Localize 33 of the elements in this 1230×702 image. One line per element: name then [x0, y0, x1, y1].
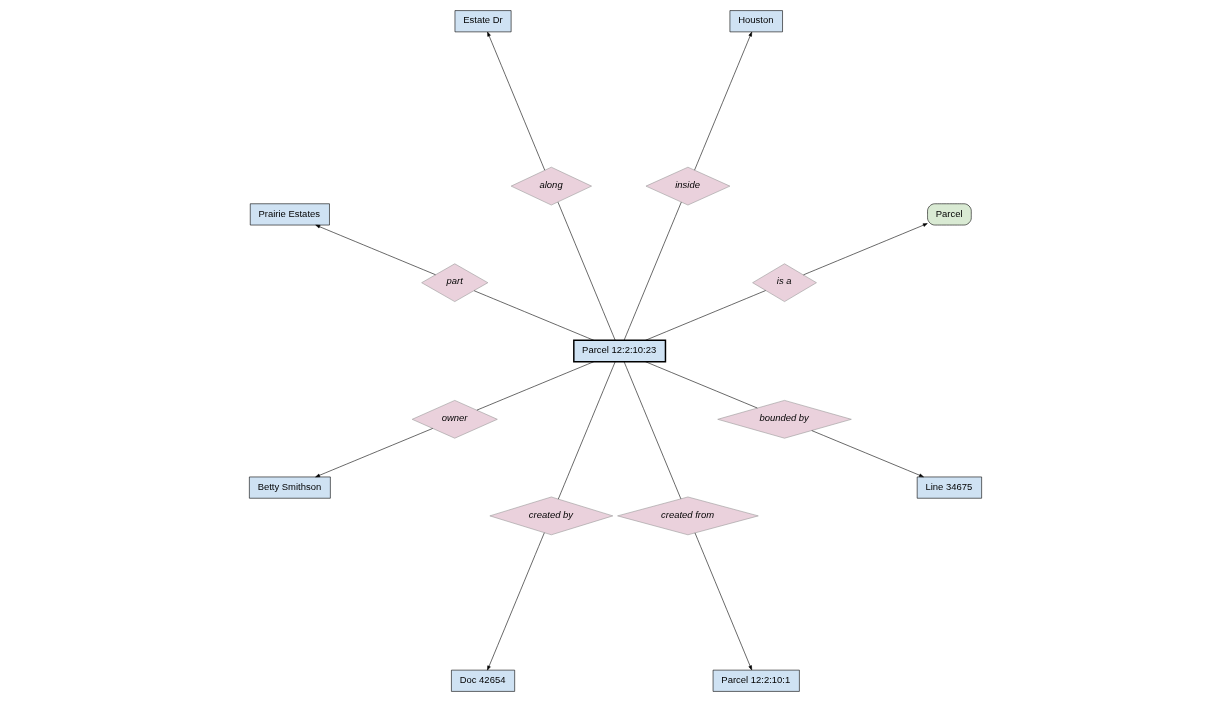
node-diamond: owner	[411, 400, 498, 439]
connector	[476, 361, 594, 411]
node-diamond: is a	[751, 263, 817, 302]
node-box: Doc 42654	[450, 669, 515, 692]
node-box: Houston	[729, 10, 783, 33]
node-diamond: inside	[645, 166, 730, 206]
node-diamond: created from	[616, 496, 759, 536]
node-diamond: created by	[489, 496, 613, 536]
connector	[623, 201, 682, 341]
connector	[644, 361, 758, 409]
node-box: Betty Smithson	[248, 476, 331, 499]
arrow	[314, 224, 436, 276]
arrow	[693, 31, 752, 171]
node-diamond: along	[510, 166, 592, 206]
arrow	[486, 532, 545, 671]
arrow	[486, 31, 545, 171]
connector	[623, 361, 681, 500]
connector	[473, 290, 594, 341]
node-box: Parcel 12:2:10:1	[712, 669, 800, 692]
connector	[557, 361, 615, 500]
connector	[644, 290, 766, 341]
node-diamond: part	[420, 263, 488, 302]
node-box: Parcel 12:2:10:23	[572, 339, 666, 363]
arrow	[694, 532, 752, 671]
arrow	[314, 428, 433, 478]
node-box: Parcel	[926, 203, 972, 226]
node-box: Estate Dr	[454, 10, 511, 33]
connector	[557, 201, 615, 341]
node-diamond: bounded by	[716, 400, 852, 439]
arrow	[802, 223, 928, 276]
node-box: Line 34675	[916, 476, 982, 499]
node-box: Prairie Estates	[249, 203, 330, 226]
arrow	[810, 430, 924, 478]
